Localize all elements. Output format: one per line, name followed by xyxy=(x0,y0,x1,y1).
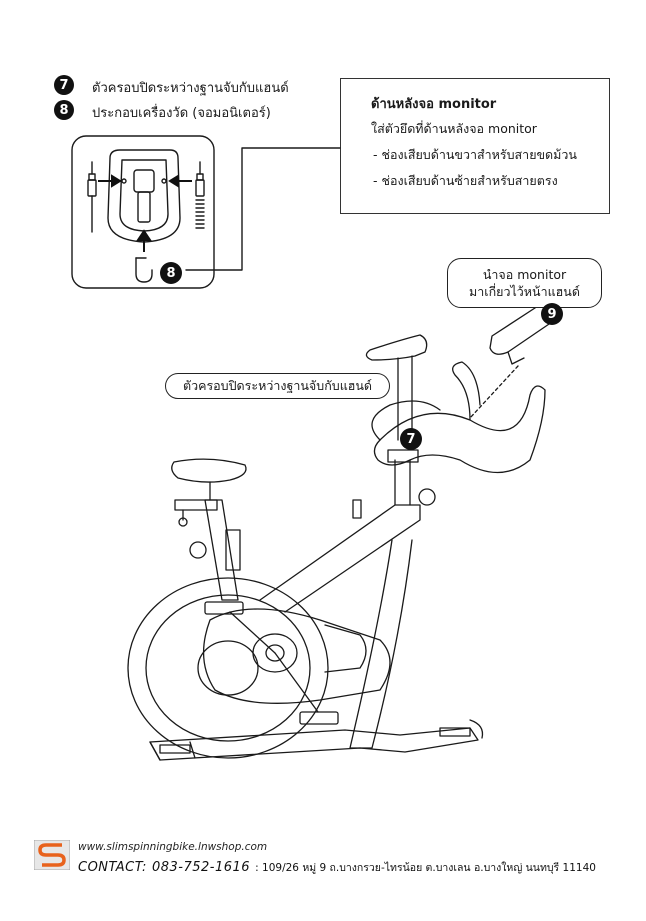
marker-8: 8 xyxy=(160,262,182,284)
monitor-hook-callout: นำจอ monitor มาเกี่ยวไว้หน้าแฮนด์ xyxy=(447,258,602,308)
step-7-text: ตัวครอบปิดระหว่างฐานจับกับแฮนด์ xyxy=(92,81,289,96)
note-bullet-1: - ช่องเสียบด้านขวาสำหรับสายขดม้วน xyxy=(373,147,577,162)
monitor-back-note: ด้านหลังจอ monitor ใส่ตัวยึดที่ด้านหลังจ… xyxy=(340,78,610,214)
footer-contact: CONTACT: 083-752-1616 : 109/26 หมู่ 9 ถ.… xyxy=(78,856,596,876)
note-bullet-2: - ช่องเสียบด้านซ้ายสำหรับสายตรง xyxy=(373,173,558,188)
note-title: ด้านหลังจอ monitor xyxy=(371,97,497,112)
step-8-text: ประกอบเครื่องวัด (จอมอนิเตอร์) xyxy=(92,106,271,121)
monitor-callout-line-2: มาเกี่ยวไว้หน้าแฮนด์ xyxy=(469,284,580,299)
contact-phone: 083-752-1616 xyxy=(151,860,251,875)
monitor-callout-line-1: นำจอ monitor xyxy=(482,267,567,282)
footer-website: www.slimspinningbike.lnwshop.com xyxy=(78,841,268,853)
marker-7: 7 xyxy=(400,428,422,450)
marker-9: 9 xyxy=(541,303,563,325)
note-line-1: ใส่ตัวยึดที่ด้านหลังจอ monitor xyxy=(371,121,537,136)
step-8-badge: 8 xyxy=(54,100,74,120)
contact-address: : 109/26 หมู่ 9 ถ.บางกรวย-ไทรน้อย ต.บางเ… xyxy=(255,862,596,874)
cover-callout: ตัวครอบปิดระหว่างฐานจับกับแฮนด์ xyxy=(165,373,390,399)
brand-logo-icon xyxy=(34,840,70,870)
step-7-badge: 7 xyxy=(54,75,74,95)
contact-label: CONTACT: xyxy=(78,860,147,875)
